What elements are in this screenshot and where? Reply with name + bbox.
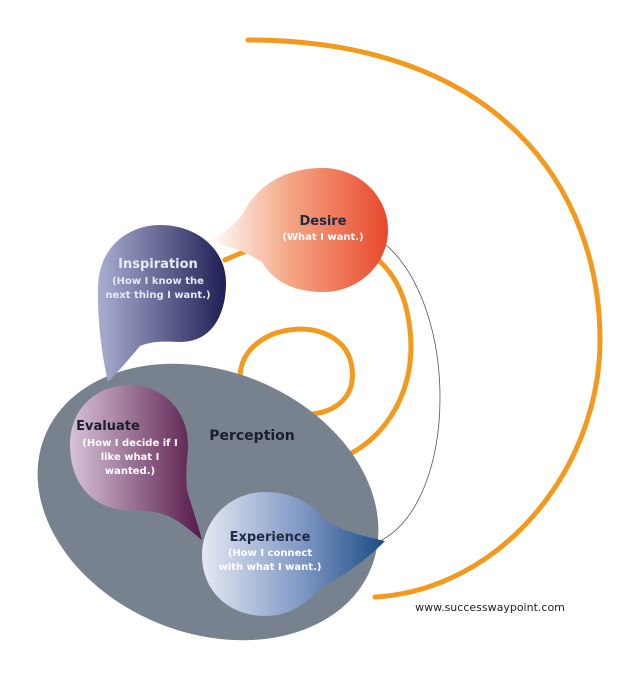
inspiration-subtitle-1: (How I know the bbox=[112, 276, 204, 287]
inspiration-drop bbox=[97, 225, 226, 382]
evaluate-subtitle-1: (How I decide if I bbox=[82, 438, 177, 449]
experience-drop bbox=[202, 492, 385, 616]
spiral-path bbox=[245, 37, 603, 600]
website-link[interactable]: www.successwaypoint.com bbox=[415, 601, 565, 614]
evaluate-title: Evaluate bbox=[76, 419, 140, 434]
experience-subtitle-1: (How I connect bbox=[228, 548, 312, 559]
desire-subtitle: (What I want.) bbox=[282, 232, 363, 243]
evaluate-subtitle-3: wanted.) bbox=[105, 466, 155, 477]
perception-ellipse bbox=[37, 363, 379, 641]
desire-node: Desire (What I want.) bbox=[208, 168, 388, 292]
evaluate-node: Evaluate (How I decide if I like what I … bbox=[70, 385, 202, 540]
perception-label: Perception bbox=[209, 428, 295, 444]
experience-title: Experience bbox=[230, 530, 311, 545]
spiral-path bbox=[237, 326, 355, 417]
evaluate-drop bbox=[70, 385, 202, 540]
experience-node: Experience (How I connect with what I wa… bbox=[202, 492, 385, 616]
inspiration-node: Inspiration (How I know the next thing I… bbox=[97, 225, 226, 382]
desire-title: Desire bbox=[299, 214, 346, 229]
evaluate-subtitle-2: like what I bbox=[101, 452, 160, 463]
connector-arc bbox=[379, 239, 441, 542]
desire-drop bbox=[208, 168, 388, 292]
inspiration-title: Inspiration bbox=[118, 257, 198, 272]
experience-subtitle-2: with what I want.) bbox=[219, 562, 322, 573]
inspiration-subtitle-2: next thing I want.) bbox=[105, 290, 210, 301]
